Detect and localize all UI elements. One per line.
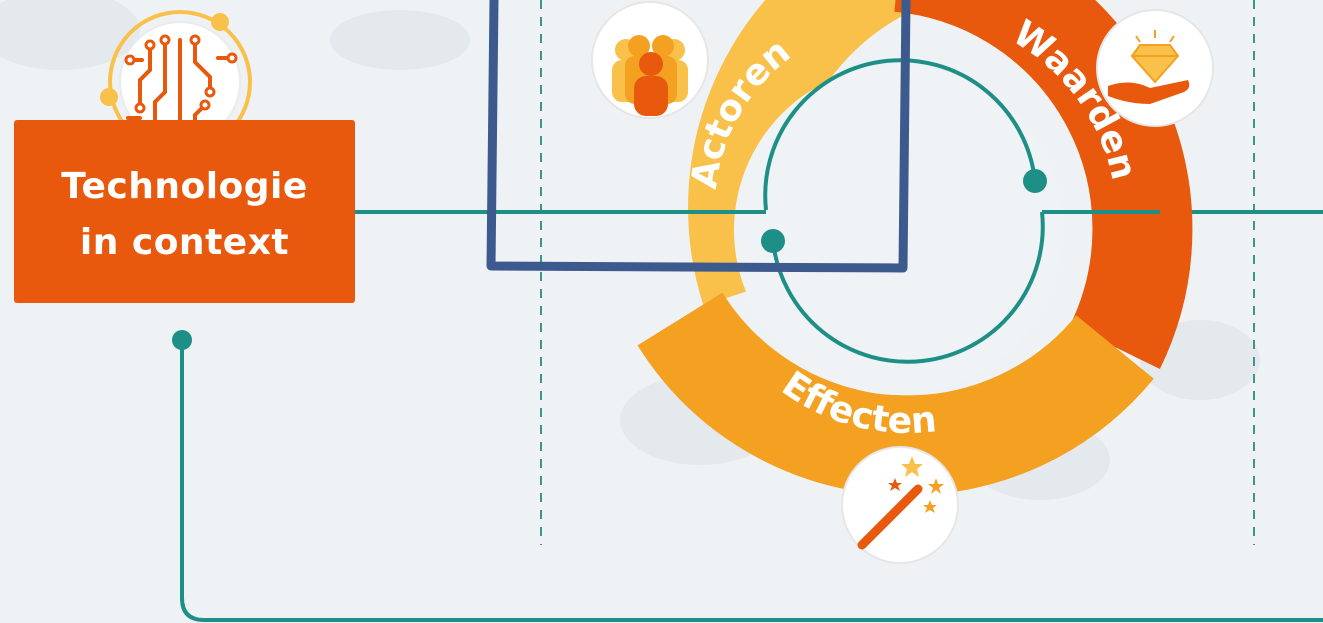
technology-title-line2: in context [79,221,290,263]
magic-wand-icon [841,446,959,564]
technology-title-line1: Technologie [61,165,308,207]
inner-dot-left [761,229,785,253]
highlight-frame [486,0,911,273]
diamond-hand-icon [1096,9,1214,127]
connector-dot-bottom [172,330,192,350]
ring-segment-effecten [637,291,1154,496]
technology-in-context-box: Technologie in context [14,120,355,303]
people-group-icon [591,1,709,119]
feedback-loop-connector [180,340,1323,622]
inner-dot-right [1023,169,1047,193]
inner-cycle [640,58,1160,364]
